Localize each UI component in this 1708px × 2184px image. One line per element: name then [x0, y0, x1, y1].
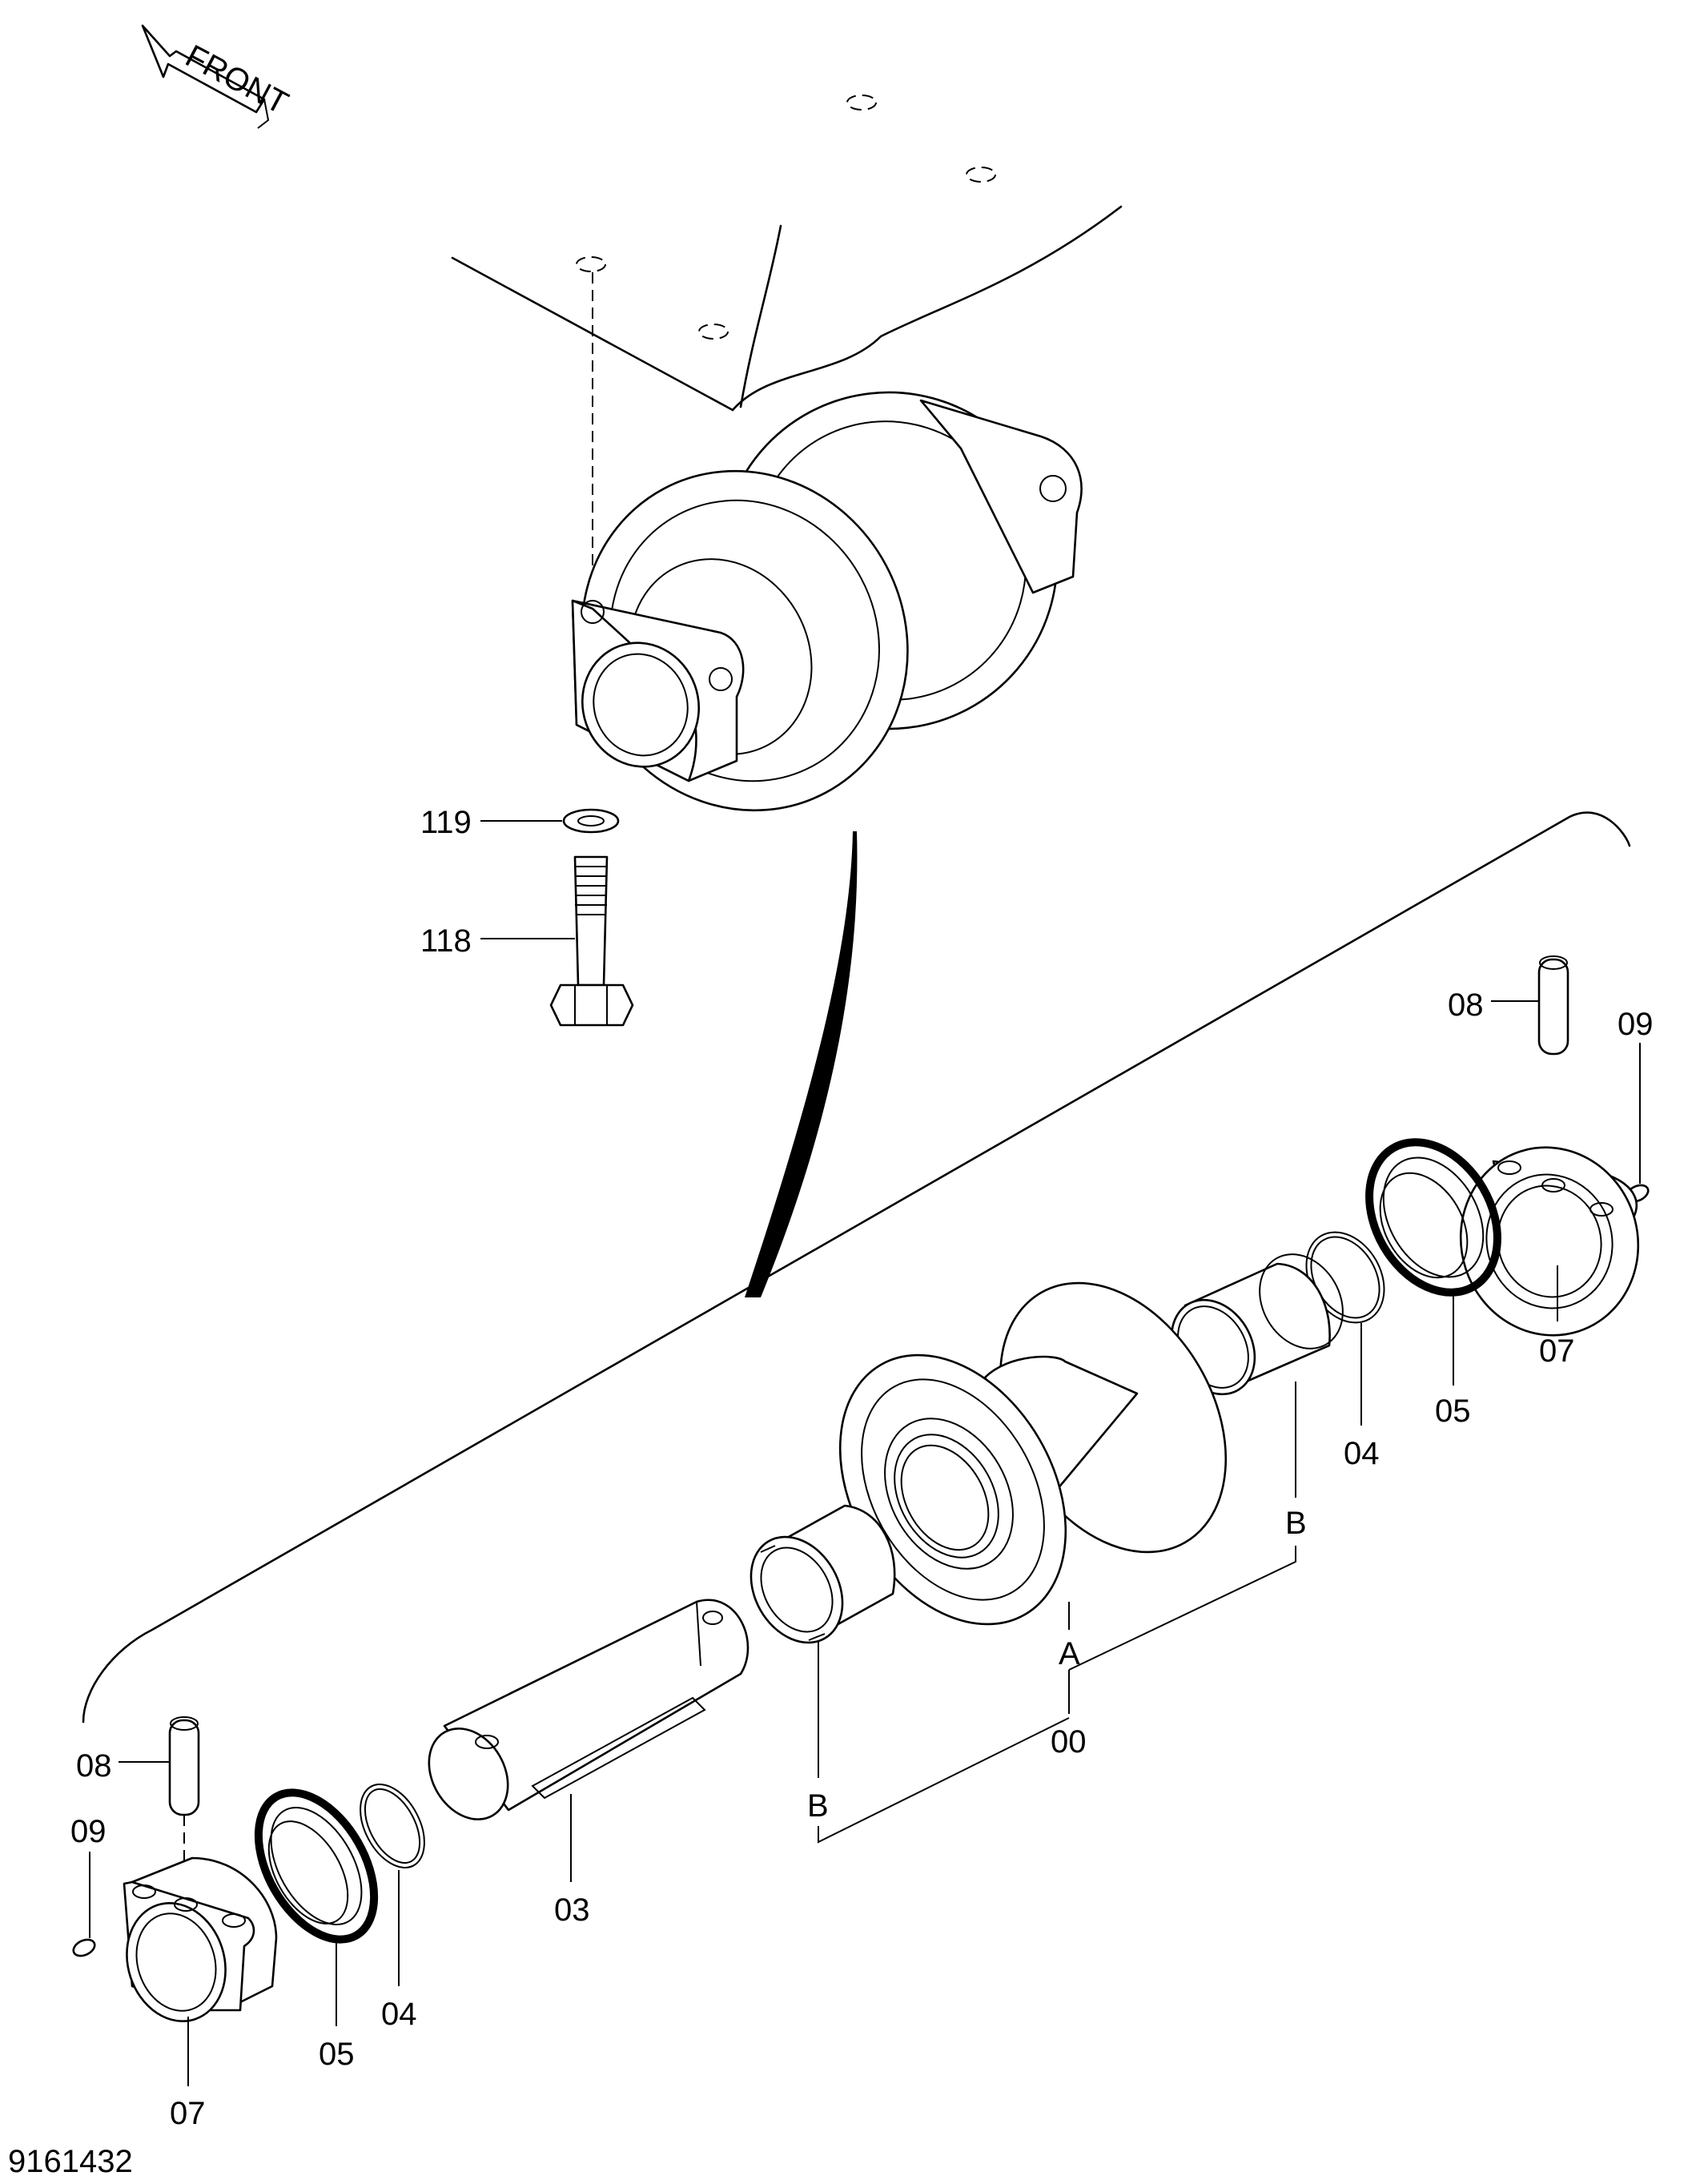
callout-119: 119 — [420, 805, 472, 840]
assembly-bracket — [818, 1546, 1296, 1844]
detail-outline — [82, 811, 1631, 1723]
shaft-03 — [428, 1599, 750, 1820]
bushing-b-right — [1170, 1253, 1344, 1396]
figure-number: 9161432 — [8, 2144, 133, 2179]
floating-seal-05-right — [1365, 1138, 1501, 1297]
o-ring-04-left — [360, 1784, 425, 1868]
callout-07-right: 07 — [1539, 1333, 1575, 1369]
callout-07-left: 07 — [170, 2096, 206, 2131]
pin-08-right — [1537, 955, 1569, 1056]
callout-09-right: 09 — [1618, 1007, 1654, 1042]
callout-09-left: 09 — [70, 1814, 106, 1849]
end-cap-07-left — [123, 1856, 278, 2022]
callout-118: 118 — [420, 923, 472, 959]
track-frame — [451, 95, 1123, 605]
screw-09-left — [72, 1938, 96, 1957]
callout-05-right: 05 — [1435, 1394, 1471, 1429]
callout-05-left: 05 — [319, 2037, 355, 2072]
front-arrow-icon: FRONT — [141, 24, 294, 129]
roller-a — [838, 1281, 1228, 1626]
washer-119 — [562, 808, 620, 834]
callout-00: 00 — [1051, 1724, 1087, 1760]
end-cap-07-right — [1459, 1146, 1640, 1337]
callout-04-left: 04 — [381, 1997, 417, 2032]
callout-b-upper: B — [1285, 1506, 1307, 1541]
carrier-roller-assembly — [571, 391, 1083, 812]
floating-seal-05-left — [254, 1788, 379, 1944]
bolt-118 — [549, 855, 634, 1027]
bushing-b-left — [750, 1504, 896, 1644]
pin-08-left — [168, 1716, 200, 1890]
callout-08-right: 08 — [1448, 987, 1484, 1023]
callout-08-left: 08 — [76, 1748, 112, 1784]
callout-03: 03 — [554, 1892, 590, 1928]
callout-b-lower: B — [807, 1788, 829, 1824]
callout-04-right: 04 — [1344, 1436, 1380, 1471]
